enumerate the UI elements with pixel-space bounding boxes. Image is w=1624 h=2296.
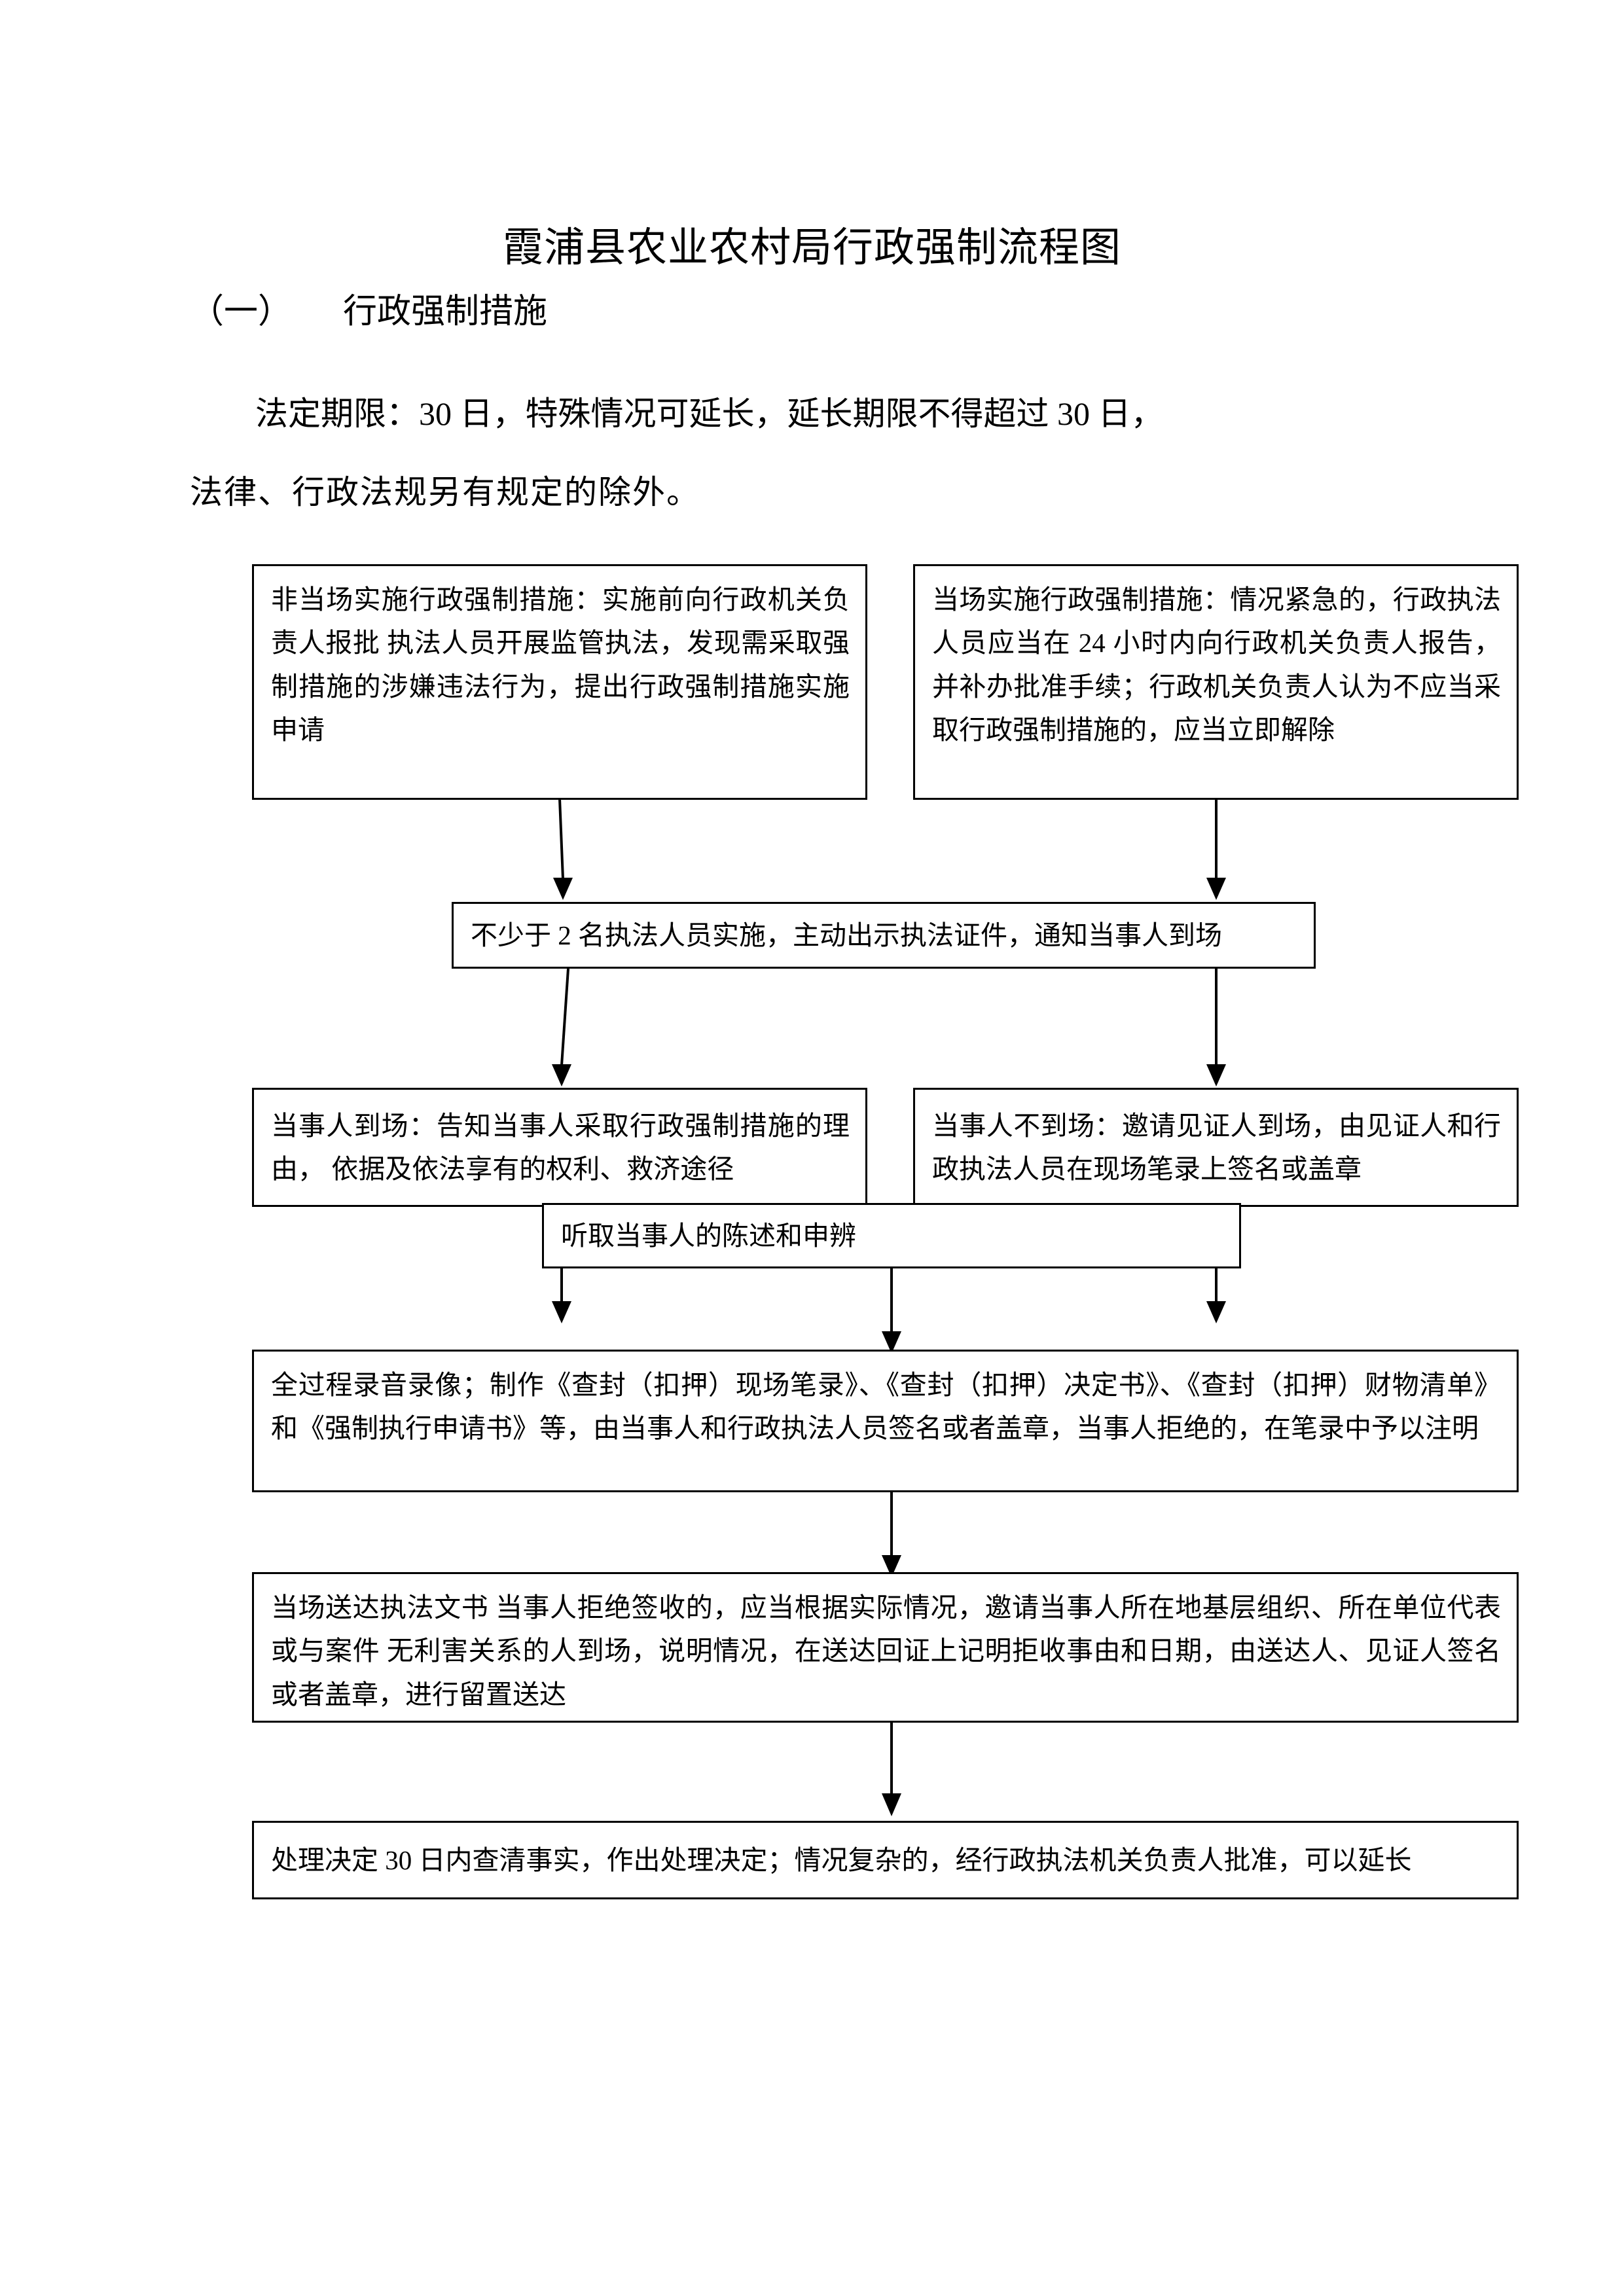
flow-node-party-absent: 当事人不到场：邀请见证人到场，由见证人和行政执法人员在现场笔录上签名或盖章 (913, 1088, 1519, 1207)
arrow-officers-to-party-present (552, 968, 571, 1086)
section-label: （一） 行政强制措施 (190, 293, 548, 331)
flow-node-text: 不少于 2 名执法人员实施，主动出示执法证件，通知当事人到场 (471, 920, 1222, 950)
flow-node-text: 全过程录音录像；制作《查封（扣押）现场笔录》、《查封（扣押）决定书》、《查封（扣… (271, 1370, 1501, 1444)
paragraph-line-1: 法定期限：30 日，特殊情况可延长，延长期限不得超过 30 日， (255, 395, 1164, 432)
flow-node-text: 当事人到场：告知当事人采取行政强制措施的理由， 依据及依法享有的权利、救济途径 (271, 1110, 850, 1184)
arrow-non-onsite-to-officers (553, 798, 573, 900)
arrow-service-to-decision (882, 1723, 901, 1816)
flow-node-text: 非当场实施行政强制措施：实施前向行政机关负责人报批 执法人员开展监管执法，发现需… (271, 584, 850, 745)
flow-node-party-present: 当事人到场：告知当事人采取行政强制措施的理由， 依据及依法享有的权利、救济途径 (252, 1088, 867, 1207)
arrow-officers-to-party-absent (1206, 969, 1226, 1086)
flow-node-hearing-statement: 听取当事人的陈述和申辨 (542, 1203, 1241, 1268)
flow-node-onsite-measure: 当场实施行政强制措施：情况紧急的，行政执法人员应当在 24 小时内向行政机关负责… (913, 564, 1519, 800)
arrow-recording-to-service (882, 1492, 901, 1577)
page-title: 霞浦县农业农村局行政强制流程图 (502, 225, 1121, 270)
flow-node-text: 当场送达执法文书 当事人拒绝签收的，应当根据实际情况，邀请当事人所在地基层组织、… (271, 1592, 1501, 1710)
flow-node-handling-decision: 处理决定 30 日内查清事实，作出处理决定；情况复杂的，经行政执法机关负责人批准… (252, 1821, 1519, 1899)
flow-node-text: 处理决定 30 日内查清事实，作出处理决定；情况复杂的，经行政执法机关负责人批准… (271, 1844, 1412, 1875)
flow-node-full-recording: 全过程录音录像；制作《查封（扣押）现场笔录》、《查封（扣押）决定书》、《查封（扣… (252, 1350, 1519, 1492)
flow-node-text: 听取当事人的陈述和申辨 (561, 1220, 856, 1251)
arrow-hearing-to-recording (882, 1268, 901, 1354)
flow-node-two-officers: 不少于 2 名执法人员实施，主动出示执法证件，通知当事人到场 (452, 902, 1316, 969)
flow-node-onsite-service: 当场送达执法文书 当事人拒绝签收的，应当根据实际情况，邀请当事人所在地基层组织、… (252, 1572, 1519, 1723)
arrow-onsite-to-officers (1206, 798, 1226, 900)
flow-node-non-onsite-measure: 非当场实施行政强制措施：实施前向行政机关负责人报批 执法人员开展监管执法，发现需… (252, 564, 867, 800)
flow-node-text: 当场实施行政强制措施：情况紧急的，行政执法人员应当在 24 小时内向行政机关负责… (932, 584, 1501, 745)
paragraph-line-2: 法律、行政法规另有规定的除外。 (190, 474, 700, 511)
flow-node-text: 当事人不到场：邀请见证人到场，由见证人和行政执法人员在现场笔录上签名或盖章 (932, 1110, 1501, 1184)
